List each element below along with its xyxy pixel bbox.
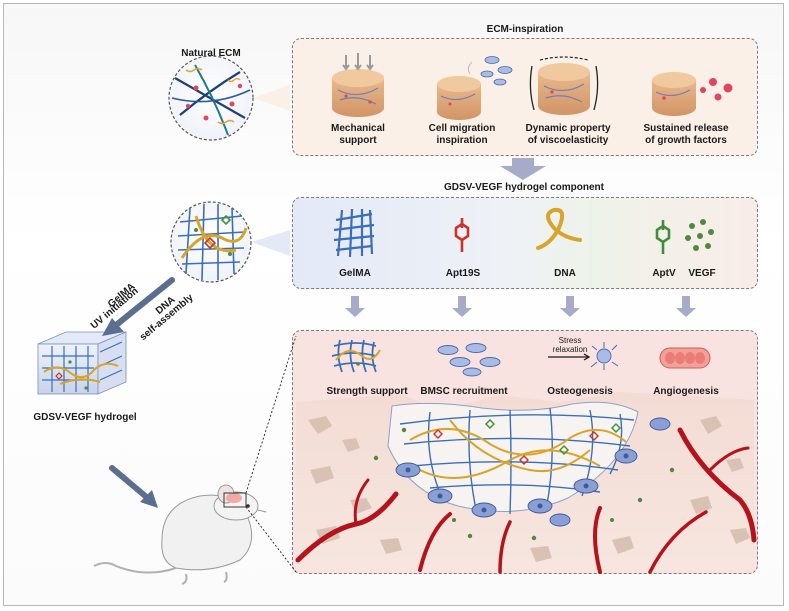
ecm-item-line2: support	[339, 135, 377, 146]
angiogenesis-vessel-icon	[659, 347, 711, 369]
natural-ecm-circle	[168, 55, 290, 141]
bmsc-cells-icon	[437, 343, 501, 377]
ecm-item-line1: Dynamic property	[525, 123, 611, 134]
hydrogel-label: GDSV-VEGF hydrogel	[33, 412, 137, 423]
component-dna-label: DNA	[554, 268, 576, 279]
vegf-dots-icon	[685, 219, 714, 251]
gelma-mesh-icon	[333, 208, 375, 258]
growth-factor-cake	[652, 72, 733, 116]
ecm-item-mechanical: Mechanical support	[318, 123, 398, 147]
bone-defect-scene	[295, 392, 757, 574]
aptv-icon	[655, 220, 671, 254]
ecm-item-line1: Sustained release	[643, 123, 729, 134]
stress-line1: Stress	[558, 336, 582, 345]
small-down-arrows	[345, 296, 696, 317]
ecm-inspiration-title: ECM-inspiration	[486, 24, 564, 35]
ecm-item-line1: Cell migration	[428, 123, 496, 134]
strength-support-icon	[331, 339, 381, 373]
natural-ecm-label: Natural ECM	[181, 48, 241, 59]
component-title: GDSV-VEGF hydrogel component	[443, 182, 604, 193]
dna-strand-icon	[536, 207, 582, 250]
ecm-item-line2: inspiration	[436, 135, 488, 146]
ecm-item-line2: of viscoelasticity	[527, 135, 609, 146]
function-angiogenesis-label: Angiogenesis	[653, 386, 719, 397]
assembly-arrow	[102, 277, 175, 336]
mouse-illustration	[93, 484, 267, 585]
component-vegf-label: VEGF	[688, 268, 716, 279]
implant-arrow	[109, 465, 158, 508]
ecm-item-growth-factors: Sustained release of growth factors	[634, 123, 738, 147]
viscoelastic-cake	[529, 56, 599, 115]
big-down-arrow	[500, 158, 546, 180]
ecm-item-viscoelasticity: Dynamic property of viscoelasticity	[518, 123, 618, 147]
function-bmsc-label: BMSC recruitment	[420, 386, 508, 397]
function-strength-label: Strength support	[326, 386, 408, 397]
ecm-item-migration: Cell migration inspiration	[420, 123, 504, 147]
stress-relaxation-label: Stress relaxation	[550, 336, 590, 354]
zoom-guide-lines	[245, 335, 297, 573]
ecm-item-line2: of growth factors	[645, 135, 727, 146]
stress-line2: relaxation	[552, 345, 588, 354]
hydrogel-network-circle	[170, 201, 290, 283]
ecm-item-line1: Mechanical	[331, 123, 385, 134]
component-aptv-label: AptV	[652, 268, 676, 279]
hydrogel-cube	[37, 331, 127, 395]
component-gelma-label: GelMA	[339, 268, 371, 279]
cell-migration-cake	[437, 56, 513, 120]
function-osteogenesis-label: Osteogenesis	[547, 386, 613, 397]
component-apt19s-label: Apt19S	[445, 268, 481, 279]
mechanical-support-cake	[332, 53, 384, 117]
osteogenesis-icon	[548, 342, 619, 370]
apt19s-icon	[454, 218, 470, 252]
